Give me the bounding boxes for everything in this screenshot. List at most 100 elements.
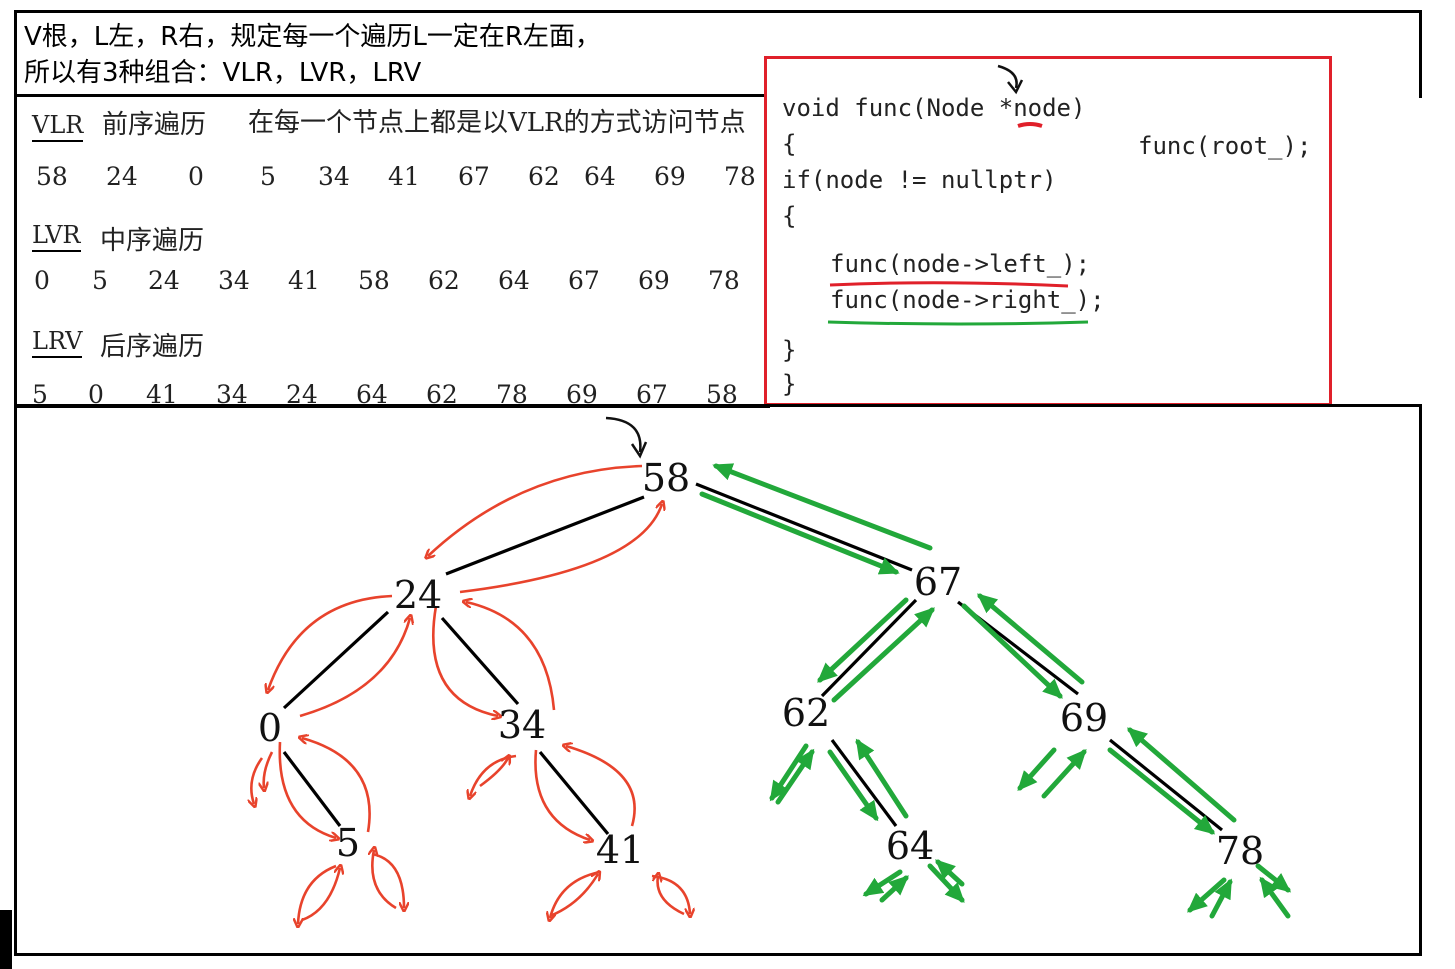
tree-edge [695, 482, 913, 572]
lvr-abbr: LVR [32, 220, 81, 252]
preorder-arrow [301, 868, 340, 922]
code-line-if-open-brace: { [782, 202, 797, 230]
sequence-item: 5 [260, 162, 276, 191]
preorder-arrow [479, 758, 508, 788]
preorder-arrow [432, 605, 498, 716]
preorder-arrow [466, 602, 556, 711]
sequence-item: 78 [496, 380, 528, 404]
code-line-if: if(node != nullptr) [782, 166, 1057, 194]
code-line-open-brace: { [782, 130, 797, 158]
traversal-green-arrow [1126, 727, 1237, 823]
tree-edge [440, 616, 520, 706]
tree-node-0: 0 [258, 706, 282, 750]
sequence-item: 62 [426, 380, 458, 404]
tree-edge [820, 598, 918, 698]
preorder-arrow [534, 749, 590, 840]
vlr-description: 在每一个节点上都是以VLR的方式访问节点 [248, 108, 746, 138]
root-entry-arrow [605, 416, 642, 453]
sequence-item: 62 [528, 162, 560, 191]
sequence-item: 78 [724, 162, 756, 191]
tree-node-67: 67 [914, 560, 962, 604]
tree-edge [538, 750, 610, 836]
preorder-arrow [298, 864, 337, 924]
preorder-arrow [264, 751, 274, 788]
tree-edge [282, 751, 342, 827]
traversal-green-arrow [1259, 876, 1291, 919]
code-line-signature: void func(Node *node) [782, 94, 1086, 122]
sequence-item: 41 [388, 162, 420, 191]
tree-node-64: 64 [886, 824, 934, 868]
sequence-item: 24 [106, 162, 138, 191]
preorder-arrow [302, 738, 371, 833]
sequence-item: 0 [34, 266, 50, 295]
tree-panel [14, 404, 1422, 956]
sequence-item: 5 [92, 266, 108, 295]
traversal-green-arrow [699, 491, 900, 575]
traversal-green-arrow [1107, 747, 1216, 835]
preorder-arrow [459, 504, 662, 594]
preorder-arrow [658, 876, 685, 916]
sequence-item: 41 [146, 380, 178, 404]
traversal-green-arrow [827, 749, 879, 822]
sequence-item: 78 [708, 266, 740, 295]
sequence-item: 69 [654, 162, 686, 191]
tree-edge [830, 739, 898, 827]
tree-node-5: 5 [336, 821, 360, 865]
sequence-item: 69 [566, 380, 598, 404]
tree-node-24: 24 [394, 573, 442, 617]
tree-node-58: 58 [642, 456, 690, 500]
tree-edge [282, 610, 390, 710]
traversal-arrows [251, 463, 1292, 924]
sequence-item: 34 [216, 380, 248, 404]
header-line-1: V根，L左，R右，规定每一个遍历L一定在R左面， [24, 22, 601, 52]
sequence-item: 64 [498, 266, 530, 295]
sequence-item: 67 [568, 266, 600, 295]
tree-node-41: 41 [596, 828, 644, 872]
lvr-name: 中序遍历 [100, 226, 205, 256]
sequence-item: 67 [636, 380, 668, 404]
code-line-call-left: func(node->left_); [830, 250, 1091, 278]
preorder-arrow [566, 746, 636, 827]
tree-edge [1108, 738, 1224, 832]
sequence-item: 24 [148, 266, 180, 295]
code-box [764, 56, 1332, 406]
preorder-arrow [428, 464, 643, 556]
traversal-green-arrow [712, 463, 933, 551]
preorder-arrow [371, 852, 404, 908]
sequence-item: 41 [288, 266, 320, 295]
traversal-green-arrow [935, 859, 965, 887]
tree-node-69: 69 [1060, 696, 1108, 740]
preorder-arrow [372, 850, 397, 910]
code-line-close-brace: } [782, 370, 797, 398]
traversal-green-arrow [855, 738, 909, 819]
sequence-item: 58 [36, 162, 68, 191]
vlr-abbr: VLR [32, 110, 84, 142]
traversal-green-arrow [879, 875, 909, 903]
lrv-sequence: 5 0 41 34 24 64 62 78 69 67 58 [0, 0, 762, 404]
traversal-green-arrow [1017, 747, 1057, 791]
preorder-arrow [251, 757, 264, 804]
vlr-name: 前序遍历 [102, 110, 207, 140]
tree-edges [282, 482, 1224, 836]
lrv-abbr: LRV [32, 326, 83, 358]
preorder-arrow [549, 874, 598, 918]
traversal-green-arrow [1041, 749, 1087, 799]
tree-edge [445, 495, 645, 576]
sequence-item: 0 [88, 380, 104, 404]
traversal-green-arrow [961, 603, 1063, 699]
left-edge-marker [0, 910, 12, 969]
preorder-arrow [278, 741, 336, 838]
lrv-name: 后序遍历 [100, 332, 205, 362]
traversal-green-arrow [817, 597, 909, 683]
preorder-arrow [299, 618, 410, 718]
tree-node-62: 62 [782, 691, 830, 735]
code-root-call: func(root_); [1138, 132, 1312, 160]
traversal-green-arrow [976, 593, 1085, 685]
header-frame [14, 10, 1422, 98]
sequence-item: 69 [638, 266, 670, 295]
traversal-green-arrow [831, 607, 935, 703]
tree-node-78: 78 [1216, 829, 1264, 873]
code-line-if-close-brace: } [782, 336, 797, 364]
sequence-item: 58 [706, 380, 738, 404]
